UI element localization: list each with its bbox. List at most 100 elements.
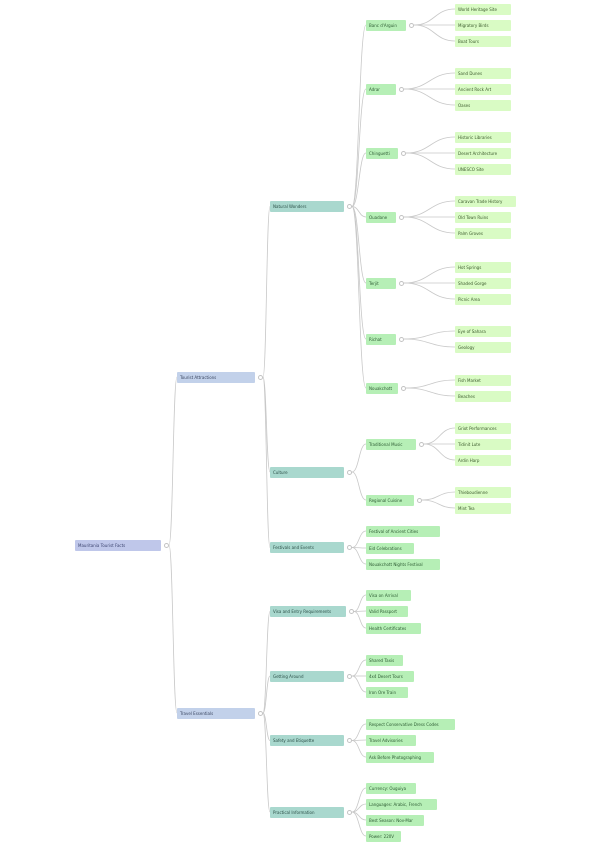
collapse-toggle-icon[interactable] (347, 469, 352, 475)
mindmap-node-terjit[interactable]: Terjit (366, 277, 396, 289)
collapse-toggle-icon[interactable] (419, 441, 424, 447)
collapse-toggle-icon[interactable] (349, 609, 354, 614)
connector-line (351, 739, 367, 741)
mindmap-node-sand-dunes[interactable]: Sand Dunes (455, 67, 511, 79)
connector-line (351, 206, 367, 340)
mindmap-node-boat-tours[interactable]: Boat Tours (455, 35, 511, 47)
collapse-toggle-icon[interactable] (409, 22, 414, 28)
mindmap-node-fish-market[interactable]: Fish Market (455, 374, 511, 386)
connector-line (405, 136, 456, 154)
mindmap-node-best-season-nov-mar[interactable]: Best Season: Nov-Mar (366, 814, 424, 826)
mindmap-node-hot-springs[interactable]: Hot Springs (455, 261, 511, 273)
mindmap-node-geology[interactable]: Geology (455, 341, 511, 353)
connector-line (351, 152, 367, 207)
mindmap-node-practical-information[interactable]: Practical Information (270, 806, 344, 818)
connector-line (403, 200, 456, 218)
connector-line (405, 379, 456, 389)
connector-line (351, 723, 367, 741)
mindmap-node-power-220v[interactable]: Power: 220V (366, 830, 401, 842)
mindmap-node-ask-before-photographing[interactable]: Ask Before Photographing (366, 751, 434, 763)
connector-line (403, 216, 456, 234)
collapse-toggle-icon[interactable] (399, 336, 404, 342)
mindmap-node-migratory-birds[interactable]: Migratory Birds (455, 19, 511, 31)
mindmap-node-culture[interactable]: Culture (270, 466, 344, 478)
collapse-toggle-icon[interactable] (347, 545, 352, 550)
mindmap-node-visa-and-entry-requirements[interactable]: Visa and Entry Requirements (270, 606, 346, 617)
connector-line (403, 338, 456, 348)
mindmap-node-richat[interactable]: Richat (366, 333, 396, 345)
mindmap-node-languages-arabic-french[interactable]: Languages: Arabic, French (366, 798, 437, 810)
collapse-toggle-icon[interactable] (347, 673, 352, 679)
mindmap-node-adrar[interactable]: Adrar (366, 83, 396, 95)
mindmap-node-mauritania-tourist-facts[interactable]: Mauritania Tourist Facts (75, 539, 161, 551)
collapse-toggle-icon[interactable] (347, 204, 352, 209)
mindmap-node-chinguetti[interactable]: Chinguetti (366, 147, 398, 159)
collapse-toggle-icon[interactable] (258, 710, 263, 716)
connector-line (351, 24, 367, 207)
mindmap-node-getting-around[interactable]: Getting Around (270, 670, 344, 682)
mindmap-node-nouakchott[interactable]: Nouakchott (366, 382, 398, 394)
mindmap-node-travel-advisories[interactable]: Travel Advisories (366, 734, 416, 746)
collapse-toggle-icon[interactable] (401, 385, 406, 391)
mindmap-node-4x4-desert-tours[interactable]: 4x4 Desert Tours (366, 670, 414, 682)
mindmap-node-respect-conservative-dress-codes[interactable]: Respect Conservative Dress Codes (366, 718, 455, 730)
collapse-toggle-icon[interactable] (401, 150, 406, 156)
mindmap-node-caravan-trade-history[interactable]: Caravan Trade History (455, 195, 516, 207)
connector-line (413, 8, 456, 26)
mindmap-node-ouadane[interactable]: Ouadane (366, 211, 396, 223)
connector-line (351, 811, 367, 821)
connector-line (403, 88, 456, 106)
mindmap-node-travel-essentials[interactable]: Travel Essentials (177, 707, 255, 719)
collapse-toggle-icon[interactable] (399, 214, 404, 220)
connector-line (423, 443, 456, 461)
mindmap-node-historic-libraries[interactable]: Historic Libraries (455, 131, 511, 143)
mindmap-node-mint-tea[interactable]: Mint Tea (455, 502, 511, 514)
mindmap-node-old-town-ruins[interactable]: Old Town Ruins (455, 211, 511, 223)
mindmap-node-desert-architecture[interactable]: Desert Architecture (455, 147, 511, 159)
mindmap-node-thieboudienne[interactable]: Thieboudienne (455, 486, 511, 498)
mindmap-node-palm-groves[interactable]: Palm Groves (455, 227, 511, 239)
mindmap-node-safety-and-etiquette[interactable]: Safety and Etiquette (270, 735, 344, 746)
mindmap-node-unesco-site[interactable]: UNESCO Site (455, 163, 511, 175)
mindmap-node-health-certificates[interactable]: Health Certificates (366, 622, 421, 634)
mindmap-node-nouakchott-nights-festival[interactable]: Nouakchott Nights Festival (366, 558, 440, 570)
mindmap-node-natural-wonders[interactable]: Natural Wonders (270, 201, 344, 212)
collapse-toggle-icon[interactable] (417, 497, 422, 503)
mindmap-node-eid-celebrations[interactable]: Eid Celebrations (366, 542, 414, 554)
mindmap-node-oases[interactable]: Oases (455, 99, 511, 111)
mindmap-node-shaded-gorge[interactable]: Shaded Gorge (455, 277, 511, 289)
mindmap-node-eye-of-sahara[interactable]: Eye of Sahara (455, 325, 511, 337)
mindmap-node-tourist-attractions[interactable]: Tourist Attractions (177, 371, 255, 383)
connector-line (168, 544, 178, 714)
mindmap-node-beaches[interactable]: Beaches (455, 390, 511, 402)
mindmap-node-banc-d-arguin[interactable]: Banc d'Arguin (366, 19, 406, 31)
mindmap-node-ardin-harp[interactable]: Ardin Harp (455, 454, 511, 466)
mindmap-node-regional-cuisine[interactable]: Regional Cuisine (366, 494, 414, 506)
collapse-toggle-icon[interactable] (347, 738, 352, 743)
mindmap-node-griot-performances[interactable]: Griot Performances (455, 422, 511, 434)
connector-line (421, 491, 456, 501)
connector-line (413, 24, 456, 42)
mindmap-node-iron-ore-train[interactable]: Iron Ore Train (366, 686, 408, 698)
connector-line (351, 206, 367, 218)
mindmap-node-world-heritage-site[interactable]: World Heritage Site (455, 3, 511, 15)
mindmap-node-currency-ouguiya[interactable]: Currency: Ouguiya (366, 782, 416, 794)
collapse-toggle-icon[interactable] (258, 374, 263, 380)
collapse-toggle-icon[interactable] (347, 809, 352, 815)
mindmap-node-traditional-music[interactable]: Traditional Music (366, 438, 416, 450)
mindmap-node-tidinit-lute[interactable]: Tidinit Lute (455, 438, 511, 450)
connector-line (351, 659, 367, 677)
connector-line (262, 611, 271, 714)
mindmap-node-picnic-area[interactable]: Picnic Area (455, 293, 511, 305)
connector-line (423, 427, 456, 445)
mindmap-node-festival-of-ancient-cities[interactable]: Festival of Ancient Cities (366, 525, 440, 537)
connector-line (403, 330, 456, 340)
mindmap-node-visa-on-arrival[interactable]: Visa on Arrival (366, 589, 411, 601)
collapse-toggle-icon[interactable] (399, 86, 404, 92)
mindmap-node-ancient-rock-art[interactable]: Ancient Rock Art (455, 83, 511, 95)
collapse-toggle-icon[interactable] (164, 542, 169, 548)
mindmap-node-shared-taxis[interactable]: Shared Taxis (366, 654, 403, 666)
mindmap-node-valid-passport[interactable]: Valid Passport (366, 605, 408, 617)
mindmap-node-festivals-and-events[interactable]: Festivals and Events (270, 542, 344, 553)
collapse-toggle-icon[interactable] (399, 280, 404, 286)
